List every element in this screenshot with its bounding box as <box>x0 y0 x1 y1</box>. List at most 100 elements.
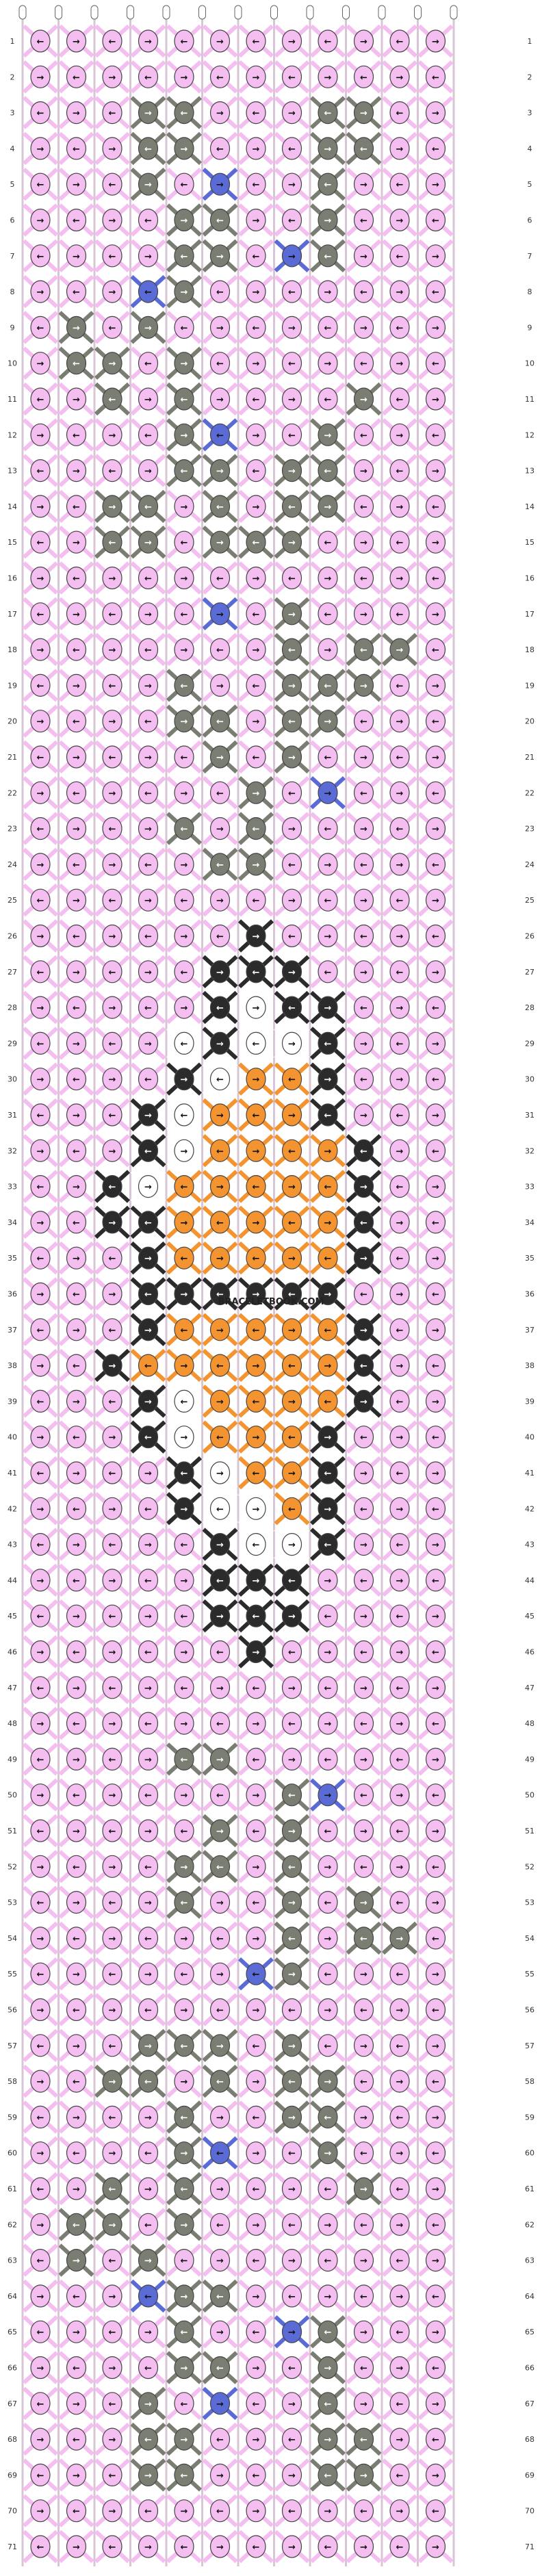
knot: → <box>166 1420 203 1454</box>
arrow-left-icon: ← <box>181 2042 188 2052</box>
knot: → <box>417 2386 454 2421</box>
arrow-right-icon: → <box>37 1862 44 1872</box>
arrow-right-icon: → <box>432 1898 439 1909</box>
arrow-right-icon: → <box>253 2077 260 2087</box>
arrow-right-icon: → <box>216 323 224 333</box>
knot: → <box>381 1348 418 1382</box>
knot: ← <box>202 1420 238 1454</box>
knot: → <box>417 1957 454 1991</box>
knot: → <box>130 1885 166 1919</box>
knot-circle <box>425 244 446 268</box>
arrow-left-icon: ← <box>432 2077 439 2087</box>
knot: → <box>58 239 94 273</box>
knot: ← <box>417 847 454 881</box>
knot: → <box>274 2529 310 2564</box>
row-number-left: 38 <box>8 1361 17 1370</box>
knot: ← <box>166 883 203 917</box>
arrow-left-icon: ← <box>288 1218 296 1228</box>
knot: ← <box>58 2208 94 2241</box>
knot: → <box>130 24 166 58</box>
arrow-left-icon: ← <box>360 430 367 441</box>
knot: ← <box>130 1277 166 1311</box>
arrow-left-icon: ← <box>109 1039 116 1049</box>
arrow-right-icon: → <box>360 1612 367 1622</box>
knot: ← <box>58 418 94 452</box>
knot-circle <box>318 244 338 268</box>
row-number-left: 31 <box>8 1111 17 1120</box>
knot: ← <box>166 454 203 487</box>
arrow-right-icon: → <box>253 1003 260 1014</box>
arrow-right-icon: → <box>144 2399 152 2410</box>
arrow-right-icon: → <box>432 2185 439 2195</box>
arrow-right-icon: → <box>216 1469 224 1479</box>
knot: ← <box>346 632 382 667</box>
knot: ← <box>309 1241 346 1275</box>
arrow-right-icon: → <box>432 180 439 190</box>
arrow-right-icon: → <box>216 2113 224 2123</box>
arrow-left-icon: ← <box>144 2435 152 2445</box>
knot: → <box>58 167 94 201</box>
knot-circle <box>389 65 410 88</box>
arrow-right-icon: → <box>216 1541 224 1551</box>
arrow-right-icon: → <box>73 2185 80 2195</box>
arrow-left-icon: ← <box>73 430 80 441</box>
knot: → <box>130 2315 166 2349</box>
knot-circle <box>174 315 194 339</box>
arrow-left-icon: ← <box>216 1862 224 1872</box>
knot: → <box>130 1957 166 1991</box>
arrow-right-icon: → <box>181 502 188 513</box>
arrow-left-icon: ← <box>432 2220 439 2230</box>
arrow-left-icon: ← <box>324 1827 332 1837</box>
arrow-right-icon: → <box>324 1218 332 1228</box>
arrow-right-icon: → <box>396 932 404 942</box>
knot: → <box>166 561 203 595</box>
knot: → <box>202 2315 238 2349</box>
knot: ← <box>58 1492 94 1525</box>
arrow-left-icon: ← <box>216 430 224 441</box>
arrow-left-icon: ← <box>144 717 152 727</box>
knot: → <box>346 2172 382 2206</box>
knot: → <box>237 60 274 94</box>
knot: → <box>381 1134 418 1168</box>
arrow-right-icon: → <box>324 502 332 513</box>
knot: → <box>94 346 131 380</box>
arrow-right-icon: → <box>288 1326 296 1336</box>
knot: → <box>417 239 454 273</box>
knot: → <box>166 2422 203 2456</box>
knot: → <box>130 1742 166 1776</box>
arrow-right-icon: → <box>360 681 367 691</box>
arrow-right-icon: → <box>144 1254 152 1264</box>
knot: → <box>237 847 274 881</box>
row-number-right: 60 <box>525 2149 534 2158</box>
knot: → <box>309 2351 346 2384</box>
knot: → <box>417 1885 454 1919</box>
knot: → <box>417 812 454 845</box>
knot: ← <box>237 1098 274 1132</box>
arrow-left-icon: ← <box>73 1719 80 1729</box>
arrow-right-icon: → <box>109 788 116 799</box>
knot-circle <box>174 29 194 53</box>
arrow-left-icon: ← <box>253 2471 260 2481</box>
knot: ← <box>166 96 203 129</box>
knot-circle <box>353 208 374 232</box>
knot: ← <box>130 776 166 810</box>
knot: → <box>346 955 382 989</box>
knot: ← <box>274 704 310 738</box>
arrow-left-icon: ← <box>324 180 332 190</box>
row-number-left: 25 <box>8 896 17 905</box>
knot: ← <box>381 2100 418 2134</box>
knot: ← <box>237 669 274 702</box>
knot: → <box>166 418 203 452</box>
knot-circle <box>246 208 266 232</box>
arrow-left-icon: ← <box>360 932 367 942</box>
knot: ← <box>58 2351 94 2384</box>
arrow-right-icon: → <box>181 2435 188 2445</box>
row-number-right: 48 <box>525 1719 534 1728</box>
arrow-left-icon: ← <box>396 109 404 119</box>
arrow-left-icon: ← <box>253 1541 260 1551</box>
knot: ← <box>309 2386 346 2421</box>
arrow-left-icon: ← <box>396 538 404 548</box>
knot: → <box>130 1313 166 1347</box>
knot: → <box>166 2351 203 2384</box>
arrow-right-icon: → <box>253 788 260 799</box>
